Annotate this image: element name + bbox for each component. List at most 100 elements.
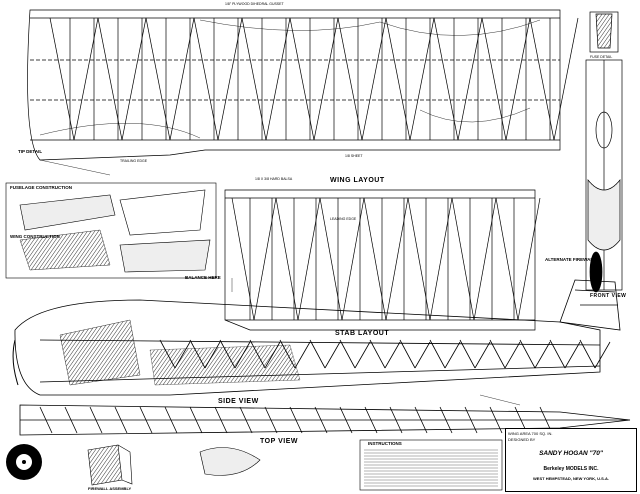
geodetic-rib — [121, 17, 147, 141]
fuselage-diagonal — [354, 341, 371, 369]
top-view-label: TOP VIEW — [260, 438, 298, 445]
alternate-firewall-label: ALTERNATE FIREWALL — [545, 257, 596, 262]
fuselage-diagonal — [459, 339, 476, 369]
fuselage-diagonal — [324, 341, 341, 369]
side-view-label: SIDE VIEW — [218, 398, 259, 405]
stab-layout-label: STAB LAYOUT — [335, 330, 390, 337]
fuselage-diagonal — [504, 341, 521, 369]
fuselage-diagonal — [519, 339, 536, 369]
company-address: WEST HEMPSTEAD, NEW YORK, U.S.A. — [533, 476, 609, 481]
top-view-diagonal — [489, 406, 503, 434]
fuselage-diagonal — [414, 341, 431, 369]
wheel-drawing — [6, 444, 42, 480]
fuselage-diagonal — [444, 341, 461, 369]
top-view-diagonal — [339, 406, 353, 434]
top-view-diagonal — [239, 406, 253, 434]
fuselage-diagonal — [474, 341, 491, 369]
fuselage-diagonal — [399, 339, 416, 369]
geodetic-rib — [217, 17, 243, 141]
wing-panel-top — [27, 9, 579, 161]
title-block: WING AREA 700 SQ. IN. DESIGNED BY SANDY … — [505, 428, 637, 492]
geodetic-rib — [337, 17, 363, 141]
geodetic-rib — [297, 197, 321, 321]
balance-here-label: BALANCE HERE — [185, 275, 221, 280]
leading-edge-label: LEADING EDGE — [330, 217, 357, 221]
geodetic-rib — [49, 17, 75, 141]
geodetic-rib — [529, 17, 555, 141]
top-view-diagonal — [39, 406, 53, 434]
wing-panel-lower — [224, 189, 541, 331]
top-view-diagonal — [314, 406, 328, 434]
top-view-diagonal — [114, 406, 128, 434]
geodetic-rib — [145, 17, 171, 141]
fuselage-diagonal — [384, 341, 401, 369]
top-view-diagonal — [464, 406, 478, 434]
geodetic-rib — [275, 197, 299, 321]
geodetic-rib — [289, 17, 315, 141]
geodetic-rib — [319, 197, 343, 321]
plywood-dihedral-label: 1/8" PLYWOOD DIHEDRAL GUSSET — [225, 2, 284, 6]
fuselage-diagonal — [489, 339, 506, 369]
model-title: SANDY HOGAN "70" — [539, 450, 603, 457]
geodetic-rib — [433, 17, 459, 141]
geodetic-rib — [253, 197, 277, 321]
wing-construction-label: WING CONSTRUCTION — [10, 234, 60, 239]
fuselage-column-right — [585, 11, 623, 293]
fuselage-diagonal — [309, 339, 326, 369]
instructions-box — [359, 439, 503, 491]
fuselage-diagonal — [534, 341, 551, 369]
tip-detail-label: TIP DETAIL — [18, 149, 43, 154]
top-view-diagonal — [264, 406, 278, 434]
fuselage-construction-label: FUSELAGE CONSTRUCTION — [10, 185, 73, 190]
company-name: Berkeley MODELS INC. — [543, 466, 599, 472]
geodetic-rib — [193, 17, 219, 141]
construction-inset — [5, 182, 217, 279]
top-view-diagonal — [139, 406, 153, 434]
geodetic-rib — [241, 17, 267, 141]
wing-layout-label: WING LAYOUT — [330, 177, 385, 184]
top-view-diagonal — [364, 406, 378, 434]
title-line-2: DESIGNED BY — [508, 437, 536, 442]
top-view-diagonal — [439, 406, 453, 434]
geodetic-rib — [265, 17, 291, 141]
fuse-detail-label: FUSE DETAIL — [590, 55, 613, 59]
geodetic-rib — [409, 17, 435, 141]
geodetic-rib — [517, 197, 541, 321]
geodetic-rib — [361, 17, 387, 141]
top-view-diagonal — [214, 406, 228, 434]
geodetic-rib — [73, 17, 99, 141]
fuselage-diagonal — [549, 339, 566, 369]
geodetic-rib — [341, 197, 365, 321]
firewall-assembly-label: FIREWALL ASSEMBLY — [88, 486, 132, 491]
geodetic-rib — [481, 17, 507, 141]
top-view-diagonal — [64, 406, 78, 434]
geodetic-rib — [473, 197, 497, 321]
fuselage-diagonal — [339, 339, 356, 369]
fuselage-diagonal — [294, 341, 311, 369]
geodetic-rib — [407, 197, 431, 321]
top-view-diagonal — [164, 406, 178, 434]
geodetic-rib — [97, 17, 123, 141]
sheet-label: 1/8 SHEET — [345, 154, 363, 158]
instructions-label: INSTRUCTIONS — [368, 441, 402, 446]
firewall-sketch — [87, 444, 261, 486]
fuselage-top-view — [19, 404, 631, 436]
geodetic-rib — [495, 197, 519, 321]
trailing-edge-label: TRAILING EDGE — [120, 159, 148, 163]
title-line-1: WING AREA 700 SQ. IN. — [508, 431, 553, 436]
geodetic-rib — [231, 197, 255, 321]
front-view-label: FRONT VIEW — [590, 293, 627, 299]
geodetic-rib — [429, 197, 453, 321]
hard-balsa-label: 1/8 X 3/8 HARD BALSA — [255, 177, 293, 181]
top-view-diagonal — [89, 406, 103, 434]
top-view-diagonal — [414, 406, 428, 434]
geodetic-rib — [457, 17, 483, 141]
geodetic-rib — [451, 197, 475, 321]
fuselage-diagonal — [369, 339, 386, 369]
geodetic-rib — [169, 17, 195, 141]
geodetic-rib — [385, 17, 411, 141]
fuselage-side-view — [12, 279, 621, 396]
geodetic-rib — [553, 17, 579, 141]
leader-lines — [39, 159, 521, 406]
